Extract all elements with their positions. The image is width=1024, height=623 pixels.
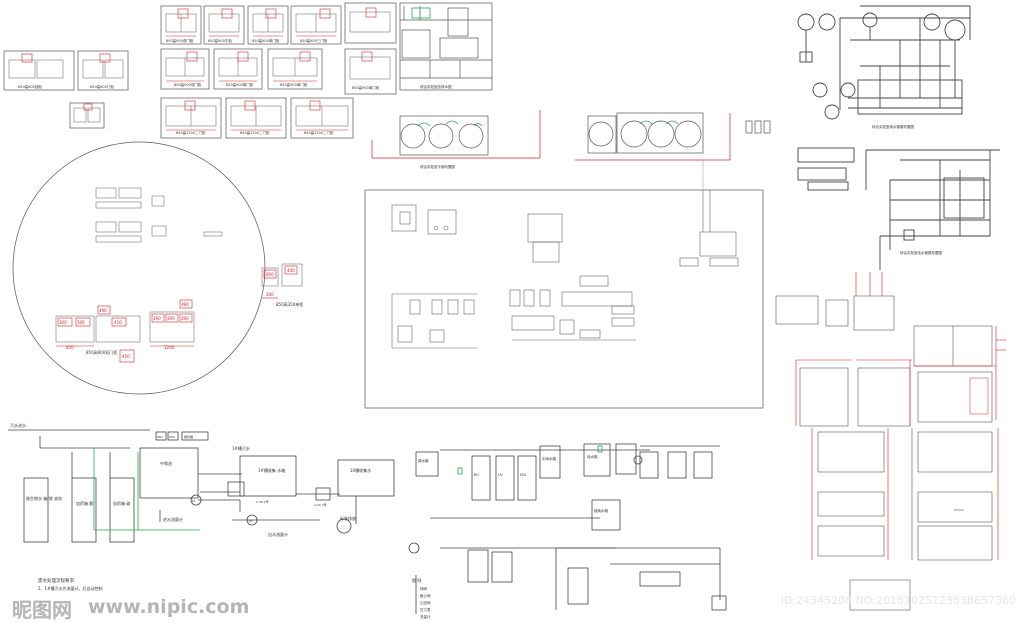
caption-mid-3: 850高900单门柜 bbox=[280, 82, 308, 87]
right-caption-2: 综合实验室给水管路布置图 bbox=[900, 250, 942, 255]
dim-l2: 850 bbox=[66, 345, 74, 350]
caption-bot-3: 850高1200二门柜 bbox=[304, 130, 334, 135]
dim-far1: 850 bbox=[266, 272, 274, 277]
process-left bbox=[8, 429, 395, 543]
top-label: 1#槽污水 bbox=[232, 445, 250, 451]
dim-r3: 1200 bbox=[164, 345, 175, 350]
dim-m0: 490 bbox=[99, 308, 107, 313]
note-title: 废水处理流程要求: bbox=[38, 577, 76, 584]
caption-top-2: 850高900平柜 bbox=[208, 38, 232, 43]
caption-top-3: 850高900单门柜 bbox=[252, 38, 280, 43]
legend-5: 流量计 bbox=[420, 614, 431, 619]
caption-left-2: 850高600门柜 bbox=[90, 84, 114, 89]
center-frame bbox=[364, 189, 764, 409]
legend-2: 截止阀 bbox=[420, 593, 431, 598]
process-mid bbox=[408, 443, 727, 614]
mid-tank-2: 中间水箱 bbox=[542, 456, 556, 461]
tank-label-3: 加药箱 碱 bbox=[113, 500, 130, 506]
floor-plan-left bbox=[371, 110, 541, 159]
tank-right-2: 10槽收集水 bbox=[350, 467, 371, 473]
tank-label-1: 微生物水 箱/储 液池 bbox=[26, 495, 62, 501]
mid-tank-1: 原水箱 bbox=[418, 458, 429, 463]
legend-1: 球阀 bbox=[420, 586, 428, 591]
watermark-url: www.nipic.com bbox=[88, 596, 250, 618]
meter-label-1: 进水流量计 bbox=[163, 516, 183, 522]
mid-lbl-edi: EDI bbox=[520, 473, 526, 477]
plan-caption-2: 综合实验室平面布置图 bbox=[420, 164, 455, 169]
plan-captions: 综合实验室给排水图 综合实验室平面布置图 综合实验室纯水管路布置图 综合实验室给… bbox=[420, 84, 942, 255]
piping-right-mid bbox=[797, 147, 1000, 270]
tank-label-2: 加药箱 酸 bbox=[76, 500, 93, 506]
dim-small1: 300 bbox=[266, 292, 274, 297]
mid-tank-4: 超纯水箱 bbox=[594, 508, 608, 513]
dim-r1: 390 bbox=[167, 316, 175, 321]
pump-tag-2: 2-20 2号 bbox=[314, 502, 327, 507]
dim-l0: 300 bbox=[59, 320, 67, 325]
process-left-labels: 污水进水 微生物水 箱/储 液池 加药箱 酸 加药箱 碱 中和池 PH1 PH2… bbox=[10, 422, 371, 591]
caption-mid-1: 850高900双门柜 bbox=[174, 82, 202, 87]
circle-label-left: 850高900双门柜 bbox=[86, 349, 117, 355]
box-label-2: PH2 bbox=[169, 435, 175, 439]
legend-4: 压力表 bbox=[420, 607, 431, 612]
caption-top-4: 850高900三门柜 bbox=[300, 38, 328, 43]
outlet-label: 标准排放 bbox=[340, 515, 356, 521]
circle-labels: 850高900双门柜 850高350单柜 300 300 850 490 450… bbox=[59, 268, 303, 359]
mid-lbl-ro: RO bbox=[474, 473, 479, 477]
pump-tag-1: 2-28 1号 bbox=[256, 499, 269, 504]
pump-1: P1 bbox=[192, 499, 196, 503]
elevation-drawing bbox=[399, 2, 493, 91]
inlet-label: 污水进水 bbox=[10, 422, 26, 428]
caption-top-1: 850高900双门柜 bbox=[166, 38, 194, 43]
note-1: 1、1#槽污水先流量计，后自动控制 bbox=[38, 585, 102, 591]
cabinet-captions: 850高900双门柜 850高900平柜 850高900单门柜 850高900三… bbox=[18, 38, 380, 135]
dim-r0: 390 bbox=[153, 316, 161, 321]
watermark-logo: 昵图网 bbox=[12, 598, 72, 622]
cabinet-tiles bbox=[3, 2, 397, 139]
middle-tank-label: 中和池 bbox=[160, 460, 172, 466]
legend-title: 图 例 bbox=[412, 577, 421, 583]
meter-label-2: 出水流量计 bbox=[268, 531, 288, 537]
tank-right-1: 1#槽收集 水箱 bbox=[258, 467, 285, 473]
dim-small0: 400 bbox=[287, 268, 295, 273]
piping-top-right bbox=[797, 5, 971, 120]
caption-mid-4: 850高900单门柜 bbox=[352, 85, 380, 90]
mid-lbl-uv: UV bbox=[498, 473, 504, 477]
dim-small2: 450 bbox=[122, 354, 130, 359]
box-label-1: PH1 bbox=[157, 435, 163, 439]
image-id-tag: ID:24345208 NO:20181025123838657360 bbox=[780, 594, 1016, 607]
box-label-3: 搅拌器 bbox=[184, 434, 193, 439]
caption-bot-2: 850高1200二门柜 bbox=[240, 130, 270, 135]
detail-circle bbox=[12, 141, 266, 395]
right-elevations bbox=[775, 295, 993, 611]
dim-l1: 300 bbox=[77, 320, 85, 325]
dim-far0: 490 bbox=[181, 302, 189, 307]
caption-mid-2: 850高900单门柜 bbox=[226, 82, 254, 87]
plan-caption-1: 综合实验室给排水图 bbox=[420, 84, 452, 89]
mid-tank-3: 纯水箱 bbox=[587, 454, 598, 459]
pump-2: P2 bbox=[249, 519, 253, 523]
floor-plan-right bbox=[575, 112, 771, 161]
legend-3: 止回阀 bbox=[420, 600, 431, 605]
caption-bot-1: 850高1200二门柜 bbox=[176, 130, 206, 135]
circle-label-right: 850高350单柜 bbox=[276, 301, 303, 307]
caption-left-1: 850高600抽柜 bbox=[18, 84, 42, 89]
dim-r2: 390 bbox=[181, 316, 189, 321]
right-caption-1: 综合实验室纯水管路布置图 bbox=[872, 124, 914, 129]
process-mid-labels: 原水箱 中间水箱 纯水箱 超纯水箱 RO UV EDI 图 例 球阀 截止阀 止… bbox=[412, 454, 608, 619]
dim-m1: 450 bbox=[114, 320, 122, 325]
